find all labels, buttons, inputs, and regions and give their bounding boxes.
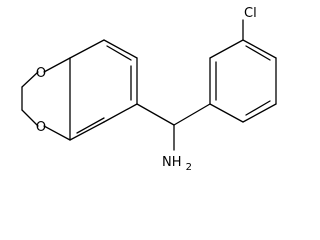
- bond-c7-c8: [103, 103, 138, 123]
- bond-p5-p6: [242, 103, 277, 123]
- double-bond-inner-p3-p4: [245, 45, 271, 61]
- bond-o1-c4a: [43, 57, 71, 73]
- central-methine-bonds: [136, 103, 211, 151]
- bond-c5-c6: [103, 39, 138, 59]
- amine-label: NH 2: [162, 155, 192, 173]
- bond-methine-to-phenyl: [173, 103, 211, 126]
- double-bond-inner-c5-c6: [106, 45, 132, 61]
- bond-c3-o4: [21, 109, 39, 127]
- bond-p2-p3: [209, 39, 244, 59]
- chlorine-label: Cl: [244, 6, 257, 21]
- bond-p3-p4: [242, 39, 277, 59]
- oxygen-top-label: O: [36, 66, 46, 81]
- amine-nh-text: NH: [162, 155, 182, 170]
- chemical-structure: O O Cl NH 2: [21, 6, 277, 173]
- atom-labels: O O Cl NH 2: [36, 6, 257, 173]
- bond-p6-p1: [209, 103, 244, 123]
- amine-subscript: 2: [186, 162, 192, 173]
- bond-o4-c8a: [43, 125, 71, 141]
- bond-o1-c2: [21, 71, 39, 88]
- bond-c8-c8a: [69, 121, 105, 141]
- benzodioxine-benzene-ring: [69, 39, 138, 141]
- bond-ring-to-methine: [136, 103, 175, 126]
- double-bond-inner-c8a: [76, 117, 105, 134]
- oxygen-bottom-label: O: [36, 120, 46, 135]
- bond-c4a-c5: [69, 39, 105, 59]
- double-bond-inner-p5-p6: [245, 100, 271, 116]
- chlorophenyl-ring: [209, 19, 277, 123]
- dioxane-ring-bonds: [21, 57, 71, 141]
